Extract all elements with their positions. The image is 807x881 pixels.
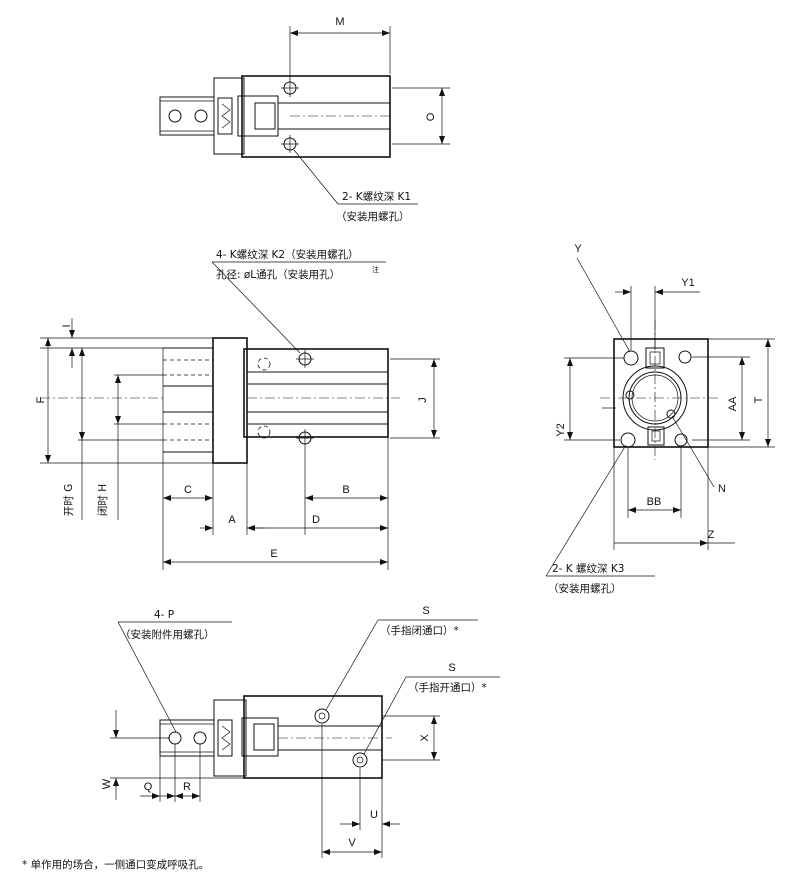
top-callout-line2: （安装用螺孔） (336, 210, 410, 223)
side-finger-upper (163, 347, 214, 387)
end-dim-aa: AA (727, 396, 739, 411)
end-dim-t: T (753, 396, 765, 403)
side-view: I F 开时 G 闭时 H J C B A (35, 248, 440, 570)
port-closed-leader (325, 619, 379, 711)
port-open-letter: S (448, 662, 455, 674)
side-callout-leader (211, 261, 301, 354)
end-hole-top-left (623, 350, 639, 366)
side-dim-j: J (417, 397, 429, 403)
side-dim-f: F (35, 396, 47, 403)
top-dim-m: M (335, 16, 344, 28)
side-dim-h: 闭时 H (96, 484, 109, 516)
bottom-dim-w: W (101, 778, 113, 789)
bottom-dim-r: R (183, 781, 191, 793)
side-callout-line2: 孔径: øL通孔（安装用孔） (216, 268, 340, 281)
top-body-outline (241, 75, 391, 158)
side-dim-i: I (61, 324, 73, 327)
bottom-body-outline (243, 695, 383, 779)
footnote: * 单作用的场合，一侧通口变成呼吸孔。 (22, 858, 209, 871)
end-dim-y: Y (574, 243, 582, 255)
bottom-view: 4- P （安装附件用螺孔） S （手指闭通口）* S （手指开通口）* X W… (101, 605, 500, 858)
side-flange (212, 337, 248, 464)
end-dim-bb: BB (647, 496, 662, 508)
end-hole-bottom-left (620, 432, 636, 448)
bottom-dim-q: Q (144, 781, 153, 793)
side-finger-lower (163, 411, 214, 453)
end-callout-leader (545, 444, 627, 577)
end-dim-n: N (718, 483, 726, 495)
top-dim-o: O (425, 112, 437, 121)
side-body-outline (243, 348, 389, 438)
port-closed-letter: S (422, 605, 429, 617)
side-callout-note: 注 (372, 265, 379, 274)
bottom-dim-v: V (348, 837, 356, 849)
port-closed-text: （手指闭通口）* (380, 624, 459, 637)
top-finger (159, 96, 215, 136)
end-callout-line2: （安装用螺孔） (548, 582, 622, 595)
side-callout-line1: 4- K螺纹深 K2（安装用螺孔） (216, 248, 359, 261)
bottom-dim-x: X (419, 734, 431, 742)
side-dim-a: A (228, 514, 236, 526)
side-dim-e: E (270, 548, 277, 560)
bottom-callout-p-line1: 4- P (154, 609, 174, 621)
bottom-callout-p-line2: （安装附件用螺孔） (120, 628, 215, 641)
port-open (352, 752, 368, 768)
end-body-outline (613, 338, 709, 448)
end-dim-y1: Y1 (681, 277, 694, 289)
side-dim-b: B (342, 484, 349, 496)
side-dim-g: 开时 G (63, 484, 75, 516)
end-callout-line1: 2- K 螺纹深 K3 (552, 562, 624, 575)
top-callout-leader (293, 149, 339, 205)
end-dim-y2: Y2 (555, 423, 567, 436)
port-open-leader (363, 676, 407, 755)
bottom-dim-u: U (370, 809, 378, 821)
port-open-text: （手指开通口）* (408, 681, 487, 694)
top-callout-line1: 2- K螺纹深 K1 (342, 190, 411, 203)
side-dim-d: D (312, 514, 320, 526)
end-view: Y1 Y Y2 AA T BB N Z 2- K 螺纹 (545, 243, 775, 595)
port-closed (314, 708, 330, 724)
top-view: M O 2- K螺纹深 K1 （安装用螺孔） (159, 16, 450, 223)
end-dim-z: Z (708, 529, 715, 541)
bottom-callout-p-leader (117, 621, 177, 733)
side-dim-c: C (184, 484, 192, 496)
